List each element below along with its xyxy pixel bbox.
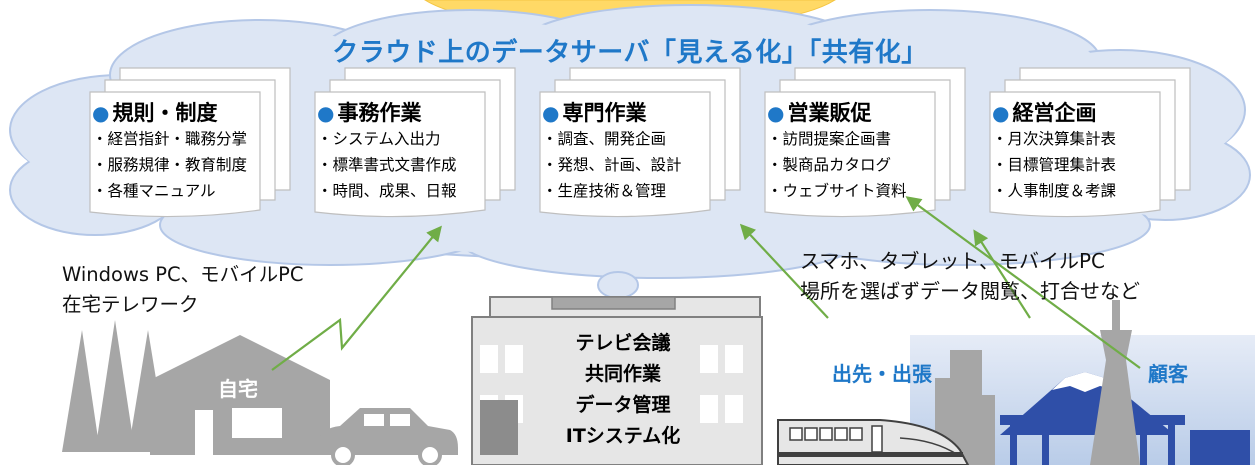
doc-item: ・発想、計画、設計 (542, 156, 682, 174)
connection-arrows (271, 196, 1141, 371)
bullet-icon: ● (542, 101, 560, 125)
home-caption: Windows PC、モバイルPC 在宅テレワーク (62, 260, 304, 320)
office-building (471, 296, 763, 465)
doc-item: ・経営指針・職務分掌 (92, 130, 248, 148)
bullet-icon: ● (992, 101, 1010, 125)
cloud-title: クラウド上のデータサーバ「見える化」「共有化」 (332, 38, 928, 68)
doc-item: ・ウェブサイト資料 (767, 182, 907, 200)
building-line: ITシステム化 (565, 425, 681, 447)
doc-specialist-work: ●専門作業 ・調査、開発企画 ・発想、計画、設計 ・生産技術＆管理 (542, 100, 757, 204)
doc-title: ●営業販促 (767, 101, 872, 125)
mobile-caption-line1: スマホ、タブレット、モバイルPC (800, 249, 1106, 273)
doc-item: ・時間、成果、日報 (317, 182, 457, 200)
doc-title: ●事務作業 (317, 101, 422, 125)
bullet-icon: ● (92, 101, 110, 125)
home-label: 自宅 (218, 377, 258, 401)
doc-item: ・システム入出力 (317, 130, 441, 148)
doc-title: ●専門作業 (542, 101, 647, 125)
phone-arrow-right (973, 229, 1031, 319)
doc-item: ・調査、開発企画 (542, 130, 667, 148)
travel-arrow (739, 223, 829, 319)
customer-label: 顧客 (1148, 362, 1188, 386)
home-scene (62, 320, 458, 465)
doc-title: ●規則・制度 (92, 101, 218, 125)
home-caption-line1: Windows PC、モバイルPC (62, 263, 304, 286)
doc-item: ・人事制度＆考課 (992, 182, 1117, 200)
doc-item: ・製商品カタログ (767, 156, 892, 174)
bullet-icon: ● (317, 101, 335, 125)
home-caption-line2: 在宅テレワーク (62, 293, 199, 316)
building-line: テレビ会議 (575, 332, 671, 354)
customer-arrow (905, 196, 1141, 369)
document-stacks (89, 67, 1191, 218)
travel-label: 出先・出張 (832, 362, 932, 386)
doc-sales: ●営業販促 ・訪問提案企画書 ・製商品カタログ ・ウェブサイト資料 (767, 100, 982, 204)
building-activities: テレビ会議 共同作業 データ管理 ITシステム化 (528, 328, 718, 452)
mobile-caption: スマホ、タブレット、モバイルPC 場所を選ばずデータ閲覧、打合せなど (800, 246, 1140, 306)
doc-management: ●経営企画 ・月次決算集計表 ・目標管理集計表 ・人事制度＆考課 (992, 100, 1207, 204)
bullet-icon: ● (767, 101, 785, 125)
doc-item: ・訪問提案企画書 (767, 130, 892, 148)
doc-item: ・各種マニュアル (92, 182, 216, 200)
lightning-arrow (271, 225, 442, 371)
doc-item: ・服務規律・教育制度 (92, 156, 248, 174)
doc-item: ・標準書式文書作成 (317, 156, 457, 174)
building-line: データ管理 (575, 394, 671, 416)
doc-item: ・月次決算集計表 (992, 130, 1117, 148)
travel-scene (777, 300, 1255, 465)
doc-title: ●経営企画 (992, 101, 1097, 125)
doc-item: ・目標管理集計表 (992, 156, 1117, 174)
mobile-caption-line2: 場所を選ばずデータ閲覧、打合せなど (800, 279, 1140, 303)
doc-rules: ●規則・制度 ・経営指針・職務分掌 ・服務規律・教育制度 ・各種マニュアル (92, 100, 307, 204)
doc-office-work: ●事務作業 ・システム入出力 ・標準書式文書作成 ・時間、成果、日報 (317, 100, 532, 204)
doc-item: ・生産技術＆管理 (542, 182, 667, 200)
building-line: 共同作業 (584, 363, 661, 385)
